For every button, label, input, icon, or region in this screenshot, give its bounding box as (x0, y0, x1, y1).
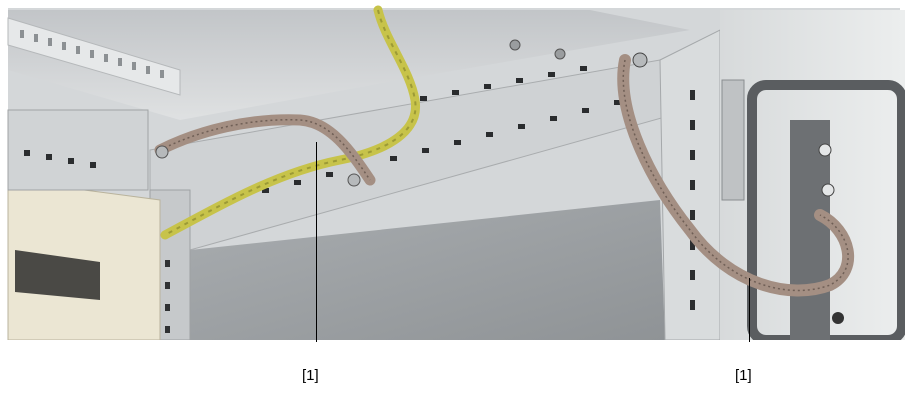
back-panel (190, 200, 665, 340)
callout-leader-right (749, 278, 750, 342)
door-bolt-2 (821, 183, 835, 197)
callout-label-right: [1] (735, 367, 752, 384)
cabinet-photo (7, 5, 905, 340)
door-inner-rail (790, 120, 830, 340)
door-bolt-3 (832, 312, 844, 324)
door-seal-frame (747, 80, 905, 340)
grounding-strap-right-texture (622, 59, 849, 292)
left-bracket-holes (24, 150, 96, 168)
right-rail-holes (690, 90, 695, 310)
callout-leader-left (316, 142, 317, 342)
door-bolt-1 (818, 143, 832, 157)
strap-left-bolt-2 (347, 173, 361, 187)
left-rail-holes (165, 260, 170, 333)
grounding-strap-left-texture (159, 119, 371, 181)
left-bracket (7, 109, 149, 191)
strap-left-bolt-1 (155, 145, 169, 159)
strap-right-bolt (632, 52, 648, 68)
ground-cable-shadow (164, 9, 417, 236)
callout-label-left: [1] (302, 367, 319, 384)
rail-slots-top (20, 30, 164, 78)
terminal-block-slot (15, 250, 100, 300)
frame-screw-2 (554, 48, 566, 60)
door-hinge (721, 79, 745, 201)
frame-screw-1 (509, 39, 521, 51)
